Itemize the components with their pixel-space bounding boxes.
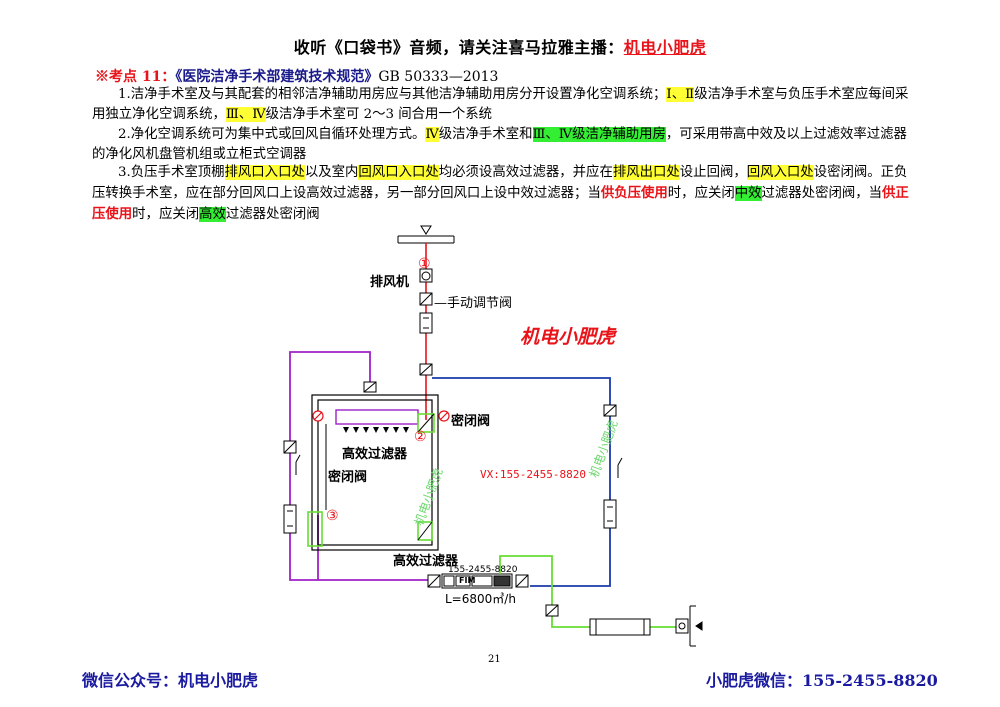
p1-text-e: 级洁净手术室可 2～3 间合用一个系统 xyxy=(265,107,493,122)
ahu-inlet-arrow xyxy=(427,574,441,588)
marker-circle-3: ③ xyxy=(326,508,339,524)
return-filter-left-lines xyxy=(311,518,319,540)
exhaust-silencer-icon xyxy=(419,312,433,334)
p3-text-e: 均必须设高效过滤器，并应在 xyxy=(438,165,613,180)
p3-red-j: 供负压使用 xyxy=(600,185,668,201)
label-hepa-top: 高效过滤器 xyxy=(342,447,408,462)
p3-text-c: 以及室内 xyxy=(304,165,359,180)
return-filter-right-lines xyxy=(417,521,433,541)
header-prefix: 收听《口袋书》音频，请关注喜马拉雅主播： xyxy=(293,38,624,57)
exhaust-hepa-box xyxy=(417,413,435,433)
blue-duct-silencer-icon xyxy=(603,499,617,529)
keypoint-code: GB 50333—2013 xyxy=(378,69,499,85)
marker-circle-2: ② xyxy=(414,429,427,445)
p1-text-c: 级洁净手术室与负压手术室应每间采用独立净化空调系统， xyxy=(92,87,909,122)
p1-highlight-d: Ⅲ、Ⅳ xyxy=(225,107,266,122)
blue-duct-flow-arrow xyxy=(617,457,623,478)
watermark-vx: VX:155-2455-8820 xyxy=(480,468,586,481)
paragraph-1: 1.洁净手术室及与其配套的相邻洁净辅助用房应与其他洁净辅助用房分开设置净化空调系… xyxy=(92,85,914,125)
paragraph-3: 3.负压手术室顶棚排风口入口处以及室内回风口入口处均必须设高效过滤器，并应在排风… xyxy=(92,163,914,225)
p3-highlight-d: 回风口入口处 xyxy=(358,165,439,180)
p3-red-n: 供正压使用 xyxy=(92,185,909,222)
purple-duct-flow-arrow xyxy=(295,454,301,475)
p3-text-m: 过滤器处密闭阀，当 xyxy=(761,186,883,201)
return-filter-right xyxy=(417,521,433,541)
label-manual-valve: —手动调节阀 xyxy=(434,296,513,311)
footer-left: 微信公众号：机电小肥虎 xyxy=(82,671,259,690)
p3-highlight-f: 排风出口处 xyxy=(612,165,680,180)
p2-text-e: ，可采用带高中效及以上过滤效率过滤器的净化风机盘管机组或立柜式空调器 xyxy=(92,127,907,162)
fresh-air-duct xyxy=(499,555,680,628)
label-unit-phone: 155-2455-8820 xyxy=(448,565,518,575)
p1-highlight-b: Ⅰ、Ⅱ xyxy=(666,87,695,102)
p3-text-i: 设密闭阀。正负压转换手术室，应在部分回风口上设高效过滤器，另一部分回风口上设中效… xyxy=(92,165,908,201)
blue-duct xyxy=(432,377,611,587)
purple-top-valve-icon xyxy=(363,381,377,393)
paragraph-2: 2.净化空调系统可为集中式或回风自循环处理方式。Ⅳ级洁净手术室和Ⅲ、Ⅳ级洁净辅助… xyxy=(92,125,914,165)
label-airtight-valve-left: 密闭阀 xyxy=(328,470,368,485)
p2-highlight-d: Ⅲ、Ⅳ级洁净辅助用房 xyxy=(532,127,666,142)
p3-text-g: 设止回阀， xyxy=(679,165,747,180)
p3-text-o: 时，应关闭 xyxy=(132,207,200,222)
exhaust-hepa-diagonal xyxy=(417,413,435,433)
p3-text-q: 过滤器处密闭阀 xyxy=(225,207,320,222)
airtight-valve-top-left-icon xyxy=(312,410,324,422)
operating-room xyxy=(311,394,439,551)
air-handling-unit xyxy=(441,573,513,589)
return-filter-left xyxy=(307,511,323,547)
page-header: 收听《口袋书》音频，请关注喜马拉雅主播：机电小肥虎 xyxy=(0,34,1000,58)
label-unit-fim: FIM xyxy=(459,576,476,585)
watermark-red: 机电小肥虎 xyxy=(520,326,616,348)
fresh-air-intake-icon xyxy=(675,605,703,647)
ceiling-supply-box xyxy=(335,409,419,425)
page-number: 21 xyxy=(488,654,501,665)
p2-highlight-b: Ⅳ xyxy=(425,127,439,142)
ahu-outlet-damper-icon xyxy=(515,574,529,588)
ceiling-hepa-icon xyxy=(343,427,409,433)
p3-highlight-b: 排风口入口处 xyxy=(224,165,305,180)
p3-highlight-h: 回风入口处 xyxy=(746,165,814,180)
fresh-air-damper-icon xyxy=(545,604,559,617)
marker-circle-1: ① xyxy=(418,256,431,272)
header-anchor: 机电小肥虎 xyxy=(623,38,707,57)
label-manual-valve-text: 手动调节阀 xyxy=(447,296,513,311)
fresh-air-unit xyxy=(589,618,651,636)
p2-text-c: 级洁净手术室和 xyxy=(438,127,533,142)
exhaust-fan-icon xyxy=(419,268,433,283)
keypoint-title: ※考点 11：《医院洁净手术部建筑技术规范》GB 50333—2013 xyxy=(95,66,498,86)
blue-duct-damper-icon xyxy=(603,404,617,417)
keypoint-standard-title: 《医院洁净手术部建筑技术规范》 xyxy=(175,69,379,85)
purple-duct-damper-icon xyxy=(283,440,297,454)
manual-damper-icon xyxy=(419,292,433,306)
airtight-valve-top-right-icon xyxy=(438,410,450,422)
p3-highlight-l: 中效 xyxy=(734,186,762,201)
p3-highlight-p: 高效 xyxy=(199,207,226,222)
keypoint-mark: ※考点 11： xyxy=(95,69,176,85)
check-valve-icon xyxy=(419,363,433,376)
exhaust-cap xyxy=(397,225,455,244)
label-airtight-valve-right: 密闭阀 xyxy=(451,414,491,429)
p2-text-a: 2.净化空调系统可为集中式或回风自循环处理方式。 xyxy=(118,127,426,142)
p1-text-a: 1.洁净手术室及与其配套的相邻洁净辅助用房应与其他洁净辅助用房分开设置净化空调系… xyxy=(118,87,667,102)
label-hepa-bottom: 高效过滤器 xyxy=(393,554,459,569)
label-exhaust-fan: 排风机 xyxy=(370,275,410,290)
footer-right: 小肥虎微信：155-2455-8820 xyxy=(706,671,938,690)
label-airflow: L=6800㎥/h xyxy=(445,592,516,606)
p3-text-k: 时，应关闭 xyxy=(667,186,735,201)
purple-duct-silencer-icon xyxy=(283,504,297,534)
p3-text-a: 3.负压手术室顶棚 xyxy=(118,165,225,180)
